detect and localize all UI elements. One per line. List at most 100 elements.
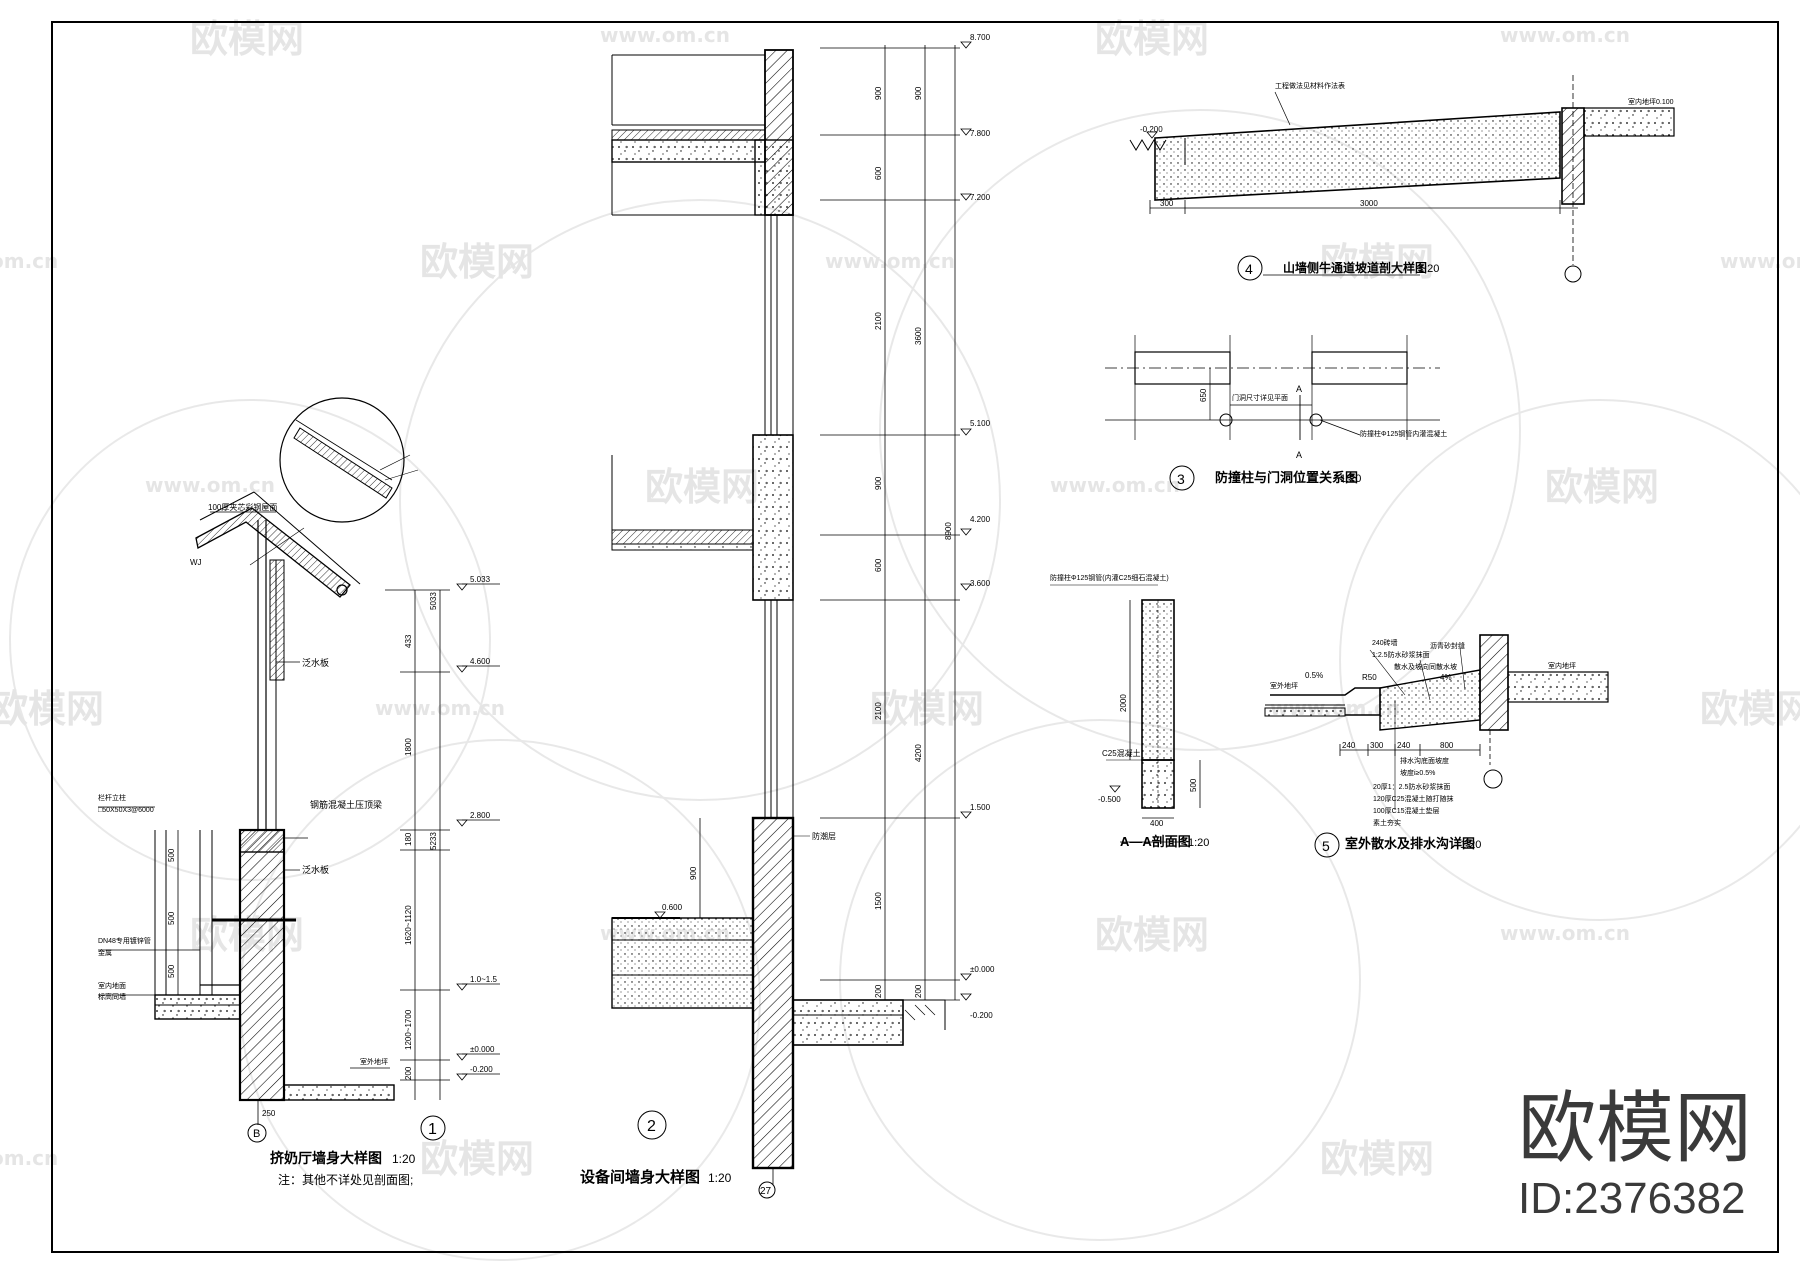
d5-label: 240砖墙 (1372, 638, 1398, 647)
d2-elev: 1.500 (970, 803, 991, 812)
d2-dim: 1500 (874, 892, 883, 910)
d2-dim: 900 (689, 866, 698, 880)
d5-dim: 800 (1440, 741, 1454, 750)
floor-inner (154, 994, 241, 1020)
aa-dim: 400 (1150, 819, 1164, 828)
sheet-frame (51, 21, 1779, 1253)
aa-dim: 500 (1189, 778, 1198, 792)
d2-dim: 900 (874, 476, 883, 490)
d1-elev: 2.800 (470, 811, 491, 820)
zoom-bubble (279, 397, 405, 523)
watermark-url-short: om.cn (0, 249, 58, 273)
d5-label: 100厚C15混凝土垫层 (1373, 806, 1440, 815)
d3-sec: A (1296, 384, 1302, 394)
d3-title: 防撞柱与门洞位置关系图 (1215, 470, 1358, 485)
d2-elev: 5.100 (970, 419, 991, 428)
d1-elev: 4.600 (470, 657, 491, 666)
detail-2-text: 8.700 7.800 7.200 5.100 4.200 3.600 1.50… (580, 33, 995, 1197)
d2-dim: 200 (914, 984, 923, 998)
d4-number: 4 (1245, 261, 1253, 277)
wall-d2-lower (751, 816, 795, 1170)
d1-dim: 500 (167, 911, 176, 925)
d5-label: 20厚1：2.5防水砂浆抹面 (1373, 782, 1450, 791)
d3-scale: 1:20 (1340, 473, 1361, 485)
d1-dim: 5033 (429, 592, 438, 610)
d2-elev: ±0.000 (970, 965, 995, 974)
d5-number: 5 (1322, 838, 1330, 854)
ramp-slab (1154, 111, 1561, 201)
d2-elev: 3.600 (970, 579, 991, 588)
section-aa-text: 防撞柱Φ125钢管(内灌C25细石混凝土) C25混凝土 -0.500 2000… (1050, 573, 1209, 849)
d2-title: 设备间墙身大样图 (580, 1168, 700, 1186)
watermark-url: www.om.cn (1500, 23, 1630, 47)
d2-elev: 7.800 (970, 129, 991, 138)
d5-r: R50 (1362, 673, 1377, 682)
aa-label-base: C25混凝土 (1102, 748, 1141, 758)
d2-elev: 8.700 (970, 33, 991, 42)
floor-outer (283, 1084, 395, 1101)
watermark-brand: 欧模网 (1320, 240, 1434, 284)
d1-callout-rail-2: □50X50X3@6000 (98, 807, 154, 814)
aa-dim: 2000 (1119, 694, 1128, 712)
aa-scale: 1:20 (1188, 837, 1209, 849)
d1-callout-floor-2: 标高同墙 (98, 992, 126, 1001)
d5-label: 120厚C25混凝土随打随抹 (1373, 794, 1454, 803)
d5-label: 坡度i≥0.5% (1400, 768, 1435, 777)
d1-dim: 500 (167, 848, 176, 862)
d2-scale: 1:20 (708, 1171, 732, 1185)
watermark-brand: 欧模网 (420, 1137, 534, 1181)
brand-title: 欧模网 (1518, 1084, 1752, 1172)
d3-label-post: 防撞柱Φ125钢管内灌混凝土 (1360, 429, 1447, 438)
d2-dim: 2100 (874, 702, 883, 720)
d5-label: 素土夯实 (1373, 818, 1401, 827)
wall-column-top (269, 559, 285, 681)
d1-callout-floor-1: 室内地面 (98, 981, 126, 990)
detail-2 (611, 41, 972, 1199)
watermark-url-short: om.cn (0, 1146, 58, 1170)
d1-callout-out: 室外地坪 (360, 1057, 388, 1066)
d4-scale: 1:20 (1418, 263, 1439, 275)
d1-callout-pipe-2: 金属 (98, 948, 112, 957)
d2-dim: 900 (914, 86, 923, 100)
wall-5 (1479, 634, 1509, 731)
detail-1-text: 100厚夹芯彩钢屋面 WJ 泛水板 钢筋混凝土压顶梁 泛水板 栏杆立柱 □50X… (98, 502, 497, 1187)
watermark-url: www.om.cn (600, 23, 730, 47)
aa-label-top: 防撞柱Φ125钢管(内灌C25细石混凝土) (1050, 573, 1169, 582)
d4-label-top: 工程做法见材料作法表 (1275, 81, 1345, 90)
d1-title: 挤奶厅墙身大样图 (270, 1150, 382, 1166)
d2-elev: 7.200 (970, 193, 991, 202)
d1-elev: 5.033 (470, 575, 491, 584)
floor-inside (611, 917, 754, 1009)
detail-1 (98, 397, 500, 1143)
floor-outside (792, 999, 904, 1046)
brand-block: 欧模网 ID:2376382 (1518, 1084, 1752, 1223)
section-aa (1050, 584, 1201, 843)
d1-number: 1 (428, 1121, 437, 1138)
d3-sec: A (1296, 450, 1302, 460)
d2-number: 2 (647, 1118, 656, 1135)
d2-callout-wp: 防潮层 (812, 831, 836, 841)
d1-elev: ±0.000 (470, 1045, 495, 1054)
d2-dim: 2100 (874, 312, 883, 330)
d1-dim: 500 (167, 964, 176, 978)
d1-callout-beam: 钢筋混凝土压顶梁 (310, 799, 382, 810)
d1-elev: -0.200 (470, 1065, 493, 1074)
d4-dim: 3000 (1360, 199, 1378, 208)
d1-elev: 1.0~1.5 (470, 975, 497, 984)
d5-dim: 240 (1397, 741, 1411, 750)
d2-elev-inside: 0.600 (662, 903, 683, 912)
d1-dim: 433 (404, 634, 413, 648)
d1-dim: 180 (404, 832, 413, 846)
d5-scale: 1:20 (1460, 839, 1481, 851)
d3-dim: 650 (1199, 388, 1208, 402)
d5-title: 室外散水及排水沟详图 (1345, 836, 1475, 851)
d5-dim: 300 (1370, 741, 1384, 750)
d5-label: 沥青砂封缝 (1430, 641, 1465, 650)
d1-callout-flash2: 泛水板 (302, 864, 329, 875)
drain-ditch (1270, 687, 1381, 716)
detail-4-text: 工程做法见材料作法表 室内地坪0.100 -0.200 300 3000 4 山… (1140, 81, 1674, 277)
detail-4 (1129, 75, 1675, 283)
d2-dim: 3600 (914, 327, 923, 345)
d2-dim: 600 (874, 558, 883, 572)
